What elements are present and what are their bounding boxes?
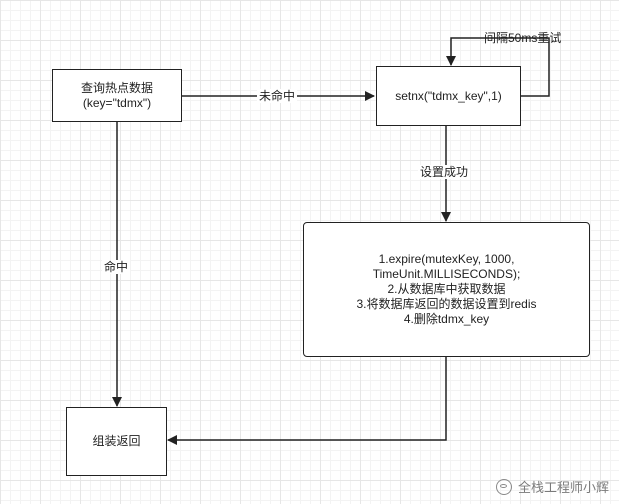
node-query-line-1: 查询热点数据: [80, 80, 153, 95]
node-query-hot-data: 查询热点数据 (key="tdmx"): [52, 69, 182, 122]
node-assemble-label: 组装返回: [92, 434, 141, 448]
process-step-3: 3.将数据库返回的数据设置到redis: [356, 297, 537, 311]
edge-label-retry: 间隔50ms重试: [484, 31, 562, 45]
node-query-line-2: (key="tdmx"): [82, 95, 152, 110]
edge-label-hit: 命中: [102, 260, 131, 274]
process-step-2: 2.从数据库中获取数据: [387, 282, 506, 296]
process-step-4: 4.删除tdmx_key: [403, 312, 490, 326]
process-step-1b: TimeUnit.MILLISECONDS);: [372, 267, 521, 281]
node-assemble-return: 组装返回: [66, 407, 167, 476]
node-process-steps: 1.expire(mutexKey, 1000, TimeUnit.MILLIS…: [303, 222, 590, 357]
edge-label-set-success: 设置成功: [418, 165, 471, 179]
wechat-icon: [495, 478, 512, 495]
node-setnx-label: setnx("tdmx_key",1): [395, 88, 502, 103]
watermark: 全栈工程师小辉: [495, 477, 609, 496]
edge-label-miss: 未命中: [257, 89, 298, 103]
watermark-text: 全栈工程师小辉: [517, 480, 609, 495]
process-step-1a: 1.expire(mutexKey, 1000,: [378, 252, 515, 266]
node-setnx: setnx("tdmx_key",1): [376, 66, 521, 126]
edge-return: [167, 357, 447, 445]
edge-retry: [446, 37, 550, 97]
